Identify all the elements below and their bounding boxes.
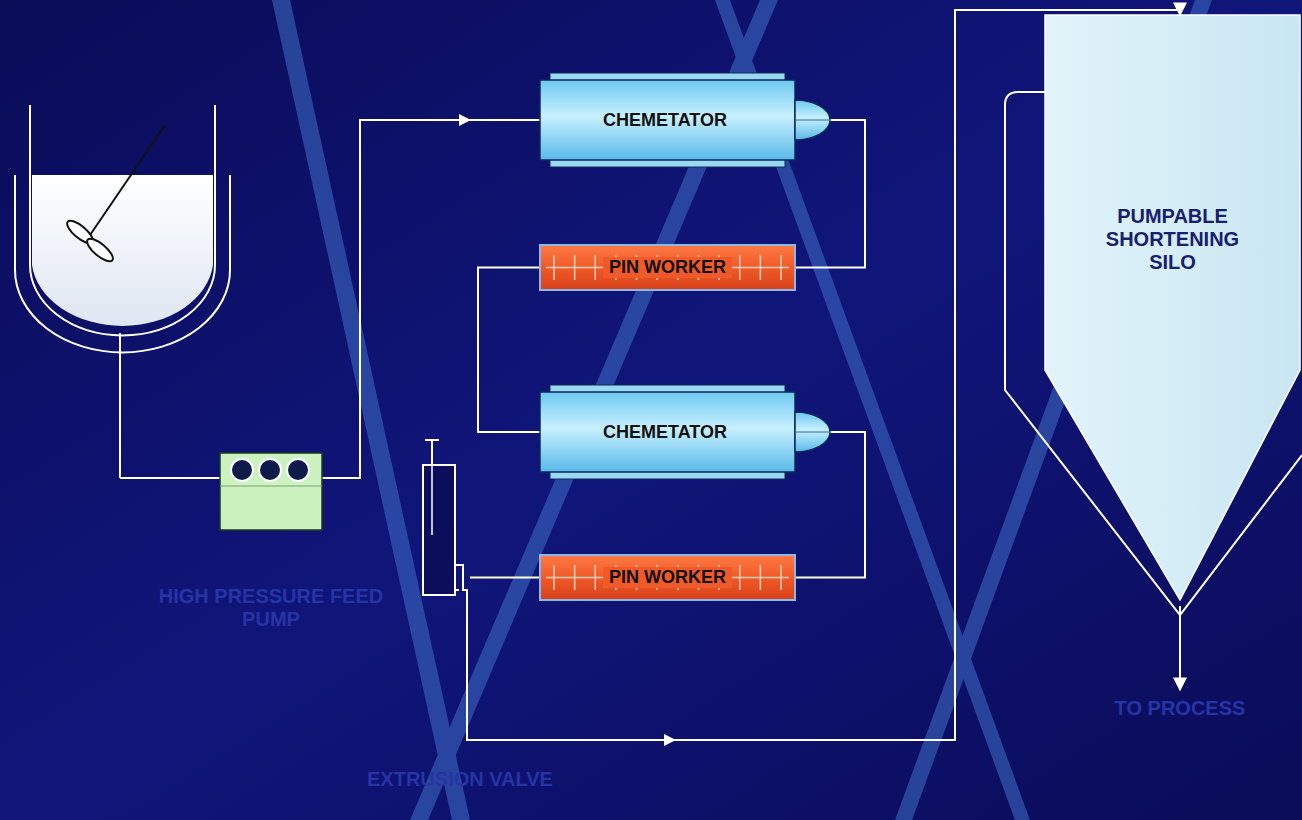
flow-line [478, 268, 540, 433]
flow-line [470, 577, 540, 578]
equipment-name: PIN WORKER [603, 567, 732, 588]
flow-path [470, 577, 540, 579]
equipment-label: HIGH PRESSURE FEED PUMP [141, 585, 401, 631]
silo-node: PUMPABLE SHORTENING SILO [1045, 15, 1300, 605]
valve-node: EXTRUSION VALVE [423, 440, 470, 605]
pin-node: PIN WORKER [540, 245, 795, 290]
flow-arrowhead [664, 734, 676, 746]
flow-line [795, 120, 865, 268]
flow-path [478, 268, 540, 433]
flow-path [322, 120, 540, 478]
chem-node: CHEMETATOR [540, 73, 830, 167]
flow-line [795, 432, 865, 578]
mixing-tank [15, 105, 230, 478]
pump-node: HIGH PRESSURE FEED PUMP [220, 453, 322, 530]
equipment-name: CHEMETATOR [603, 422, 727, 443]
pin-node: PIN WORKER [540, 555, 795, 600]
flow-arrowhead [459, 114, 471, 126]
outlet-arrow [1179, 606, 1181, 690]
flow-path [795, 432, 865, 578]
equipment-name: PIN WORKER [603, 257, 732, 278]
pump-shape [220, 453, 322, 530]
chem-node: CHEMETATOR [540, 385, 830, 479]
flow-path [795, 120, 865, 268]
equipment-label: EXTRUSION VALVE [360, 768, 560, 791]
flow-label: TO PROCESS [1110, 697, 1250, 720]
equipment-name: CHEMETATOR [603, 110, 727, 131]
equipment-name: PUMPABLE SHORTENING SILO [1085, 205, 1260, 274]
silo-shape [1045, 15, 1300, 605]
valve-shape [423, 440, 470, 605]
flow-line [322, 114, 540, 478]
